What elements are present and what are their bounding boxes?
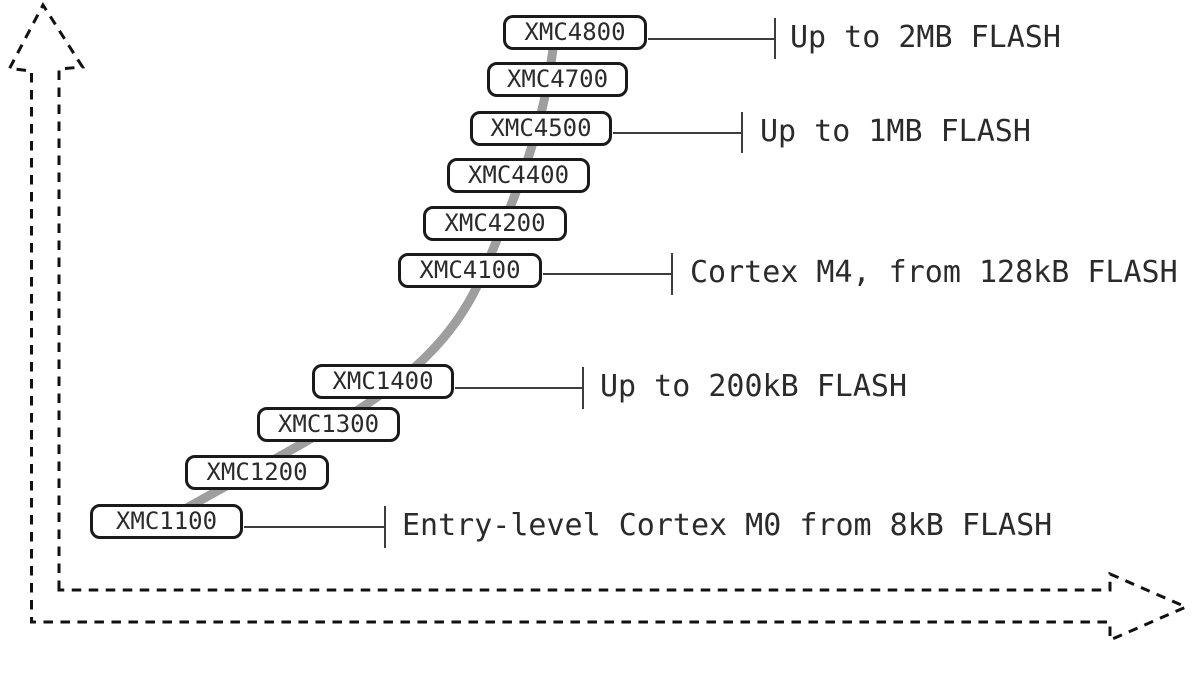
annotation-xmc1100: Entry-level Cortex M0 from 8kB FLASH xyxy=(402,507,1053,543)
device-box-xmc1300: XMC1300 xyxy=(257,407,400,442)
device-box-xmc1200: XMC1200 xyxy=(185,455,329,490)
annotation-xmc4100: Cortex M4, from 128kB FLASH xyxy=(690,254,1178,290)
axes-arrows-outline xyxy=(7,2,1190,643)
annotation-xmc4800: Up to 2MB FLASH xyxy=(790,19,1061,55)
device-label-xmc1400: XMC1400 xyxy=(332,366,434,395)
device-box-xmc1400: XMC1400 xyxy=(312,364,454,399)
callout-xmc4500 xyxy=(613,112,743,153)
device-box-xmc4100: XMC4100 xyxy=(398,253,542,288)
device-label-xmc1200: XMC1200 xyxy=(206,457,308,486)
annotation-xmc1400: Up to 200kB FLASH xyxy=(600,368,908,404)
callout-xmc4800 xyxy=(648,18,776,59)
device-box-xmc4500: XMC4500 xyxy=(470,111,612,146)
device-label-xmc4800: XMC4800 xyxy=(524,17,626,46)
device-label-xmc4200: XMC4200 xyxy=(444,208,546,237)
device-label-xmc1300: XMC1300 xyxy=(277,409,380,438)
device-label-xmc4400: XMC4400 xyxy=(467,160,570,189)
device-label-xmc4500: XMC4500 xyxy=(490,113,592,142)
device-label-xmc4700: XMC4700 xyxy=(506,64,609,93)
callout-xmc4100 xyxy=(543,253,673,295)
device-label-xmc4100: XMC4100 xyxy=(419,255,521,284)
callout-xmc1400 xyxy=(455,367,584,409)
device-box-xmc1100: XMC1100 xyxy=(90,504,243,539)
device-box-xmc4800: XMC4800 xyxy=(503,15,647,50)
callout-xmc1100 xyxy=(244,506,386,548)
device-box-xmc4700: XMC4700 xyxy=(487,62,628,97)
device-box-xmc4400: XMC4400 xyxy=(447,158,590,193)
annotation-xmc4500: Up to 1MB FLASH xyxy=(760,113,1031,149)
device-box-xmc4200: XMC4200 xyxy=(423,206,567,241)
device-label-xmc1100: XMC1100 xyxy=(115,506,218,535)
